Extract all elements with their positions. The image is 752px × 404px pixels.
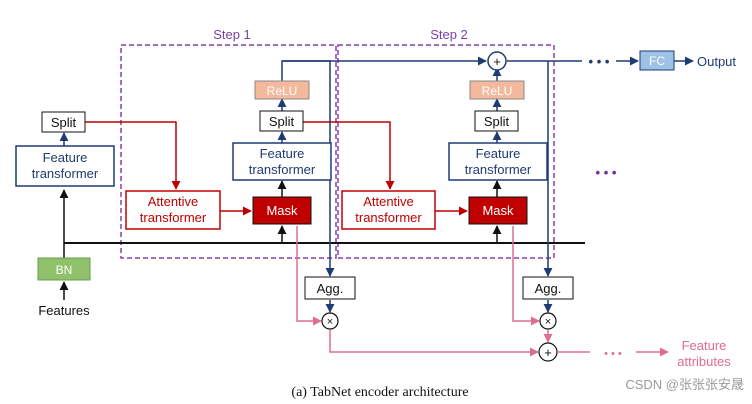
svg-text:Agg.: Agg. xyxy=(535,281,562,296)
ellipsis-bottom: • • • xyxy=(604,348,622,360)
feature-transformer-1: Feature transformer xyxy=(232,142,332,181)
svg-text:transformer: transformer xyxy=(140,210,207,225)
feature-attributes-label-line1: Feature xyxy=(682,338,727,353)
bn-label: BN xyxy=(56,263,73,277)
svg-text:Feature: Feature xyxy=(43,150,88,165)
svg-text:Feature: Feature xyxy=(260,146,305,161)
svg-text:+: + xyxy=(544,345,552,360)
svg-text:FC: FC xyxy=(649,54,665,68)
attentive-transformer-1: Attentive transformer xyxy=(125,190,221,230)
feature-attributes-label-line2: attributes xyxy=(677,354,731,369)
bn-block: BN xyxy=(37,257,91,281)
svg-text:transformer: transformer xyxy=(355,210,422,225)
relu-1: ReLU xyxy=(254,80,310,100)
relu-2: ReLU xyxy=(469,80,525,100)
split-2: Split xyxy=(474,110,519,132)
svg-text:×: × xyxy=(327,316,333,328)
svg-text:Agg.: Agg. xyxy=(317,281,344,296)
step1-to-agg1-line xyxy=(282,60,335,277)
times1-to-plus2-pink xyxy=(329,330,539,357)
times-circle-1: × xyxy=(321,312,339,330)
mask1-to-times1-pink xyxy=(296,226,322,326)
step-2-label: Step 2 xyxy=(430,27,468,42)
svg-text:+: + xyxy=(493,54,501,69)
mask-1: Mask xyxy=(252,196,312,225)
svg-text:Split: Split xyxy=(484,114,510,129)
agg-1: Agg. xyxy=(304,276,356,300)
svg-text:Mask: Mask xyxy=(266,203,298,218)
feature-transformer-2: Feature transformer xyxy=(448,142,548,181)
svg-text:transformer: transformer xyxy=(249,162,316,177)
svg-text:Split: Split xyxy=(51,115,77,130)
svg-text:×: × xyxy=(545,316,551,328)
csdn-watermark: CSDN @张张张安晟 xyxy=(625,377,744,392)
svg-text:transformer: transformer xyxy=(32,166,99,181)
step-2-frame xyxy=(337,44,555,259)
svg-text:Split: Split xyxy=(269,114,295,129)
features-label: Features xyxy=(38,303,90,318)
svg-text:Attentive: Attentive xyxy=(363,194,414,209)
agg-2: Agg. xyxy=(522,276,574,300)
mask-2: Mask xyxy=(468,196,528,225)
svg-text:ReLU: ReLU xyxy=(267,84,298,98)
svg-text:Mask: Mask xyxy=(482,203,514,218)
fc-block: FC xyxy=(639,50,675,71)
mask2-to-times2-pink xyxy=(512,226,540,326)
svg-text:Attentive: Attentive xyxy=(148,194,199,209)
svg-text:ReLU: ReLU xyxy=(482,84,513,98)
step-1-frame xyxy=(120,44,337,259)
attentive-transformer-2: Attentive transformer xyxy=(341,190,436,230)
relu1-to-plus-line xyxy=(281,56,487,81)
split1-to-att2-arrow xyxy=(303,121,395,190)
times-circle-2: × xyxy=(539,312,557,330)
ellipsis-top: • • • xyxy=(589,54,610,69)
split-1: Split xyxy=(259,110,304,132)
ellipsis-middle: • • • xyxy=(596,165,617,180)
plus-circle-bottom: + xyxy=(538,342,558,362)
output-label: Output xyxy=(697,54,736,69)
figure-caption: (a) TabNet encoder architecture xyxy=(291,385,468,400)
split-left-to-att1-arrow xyxy=(85,121,181,190)
svg-text:Feature: Feature xyxy=(476,146,521,161)
step-1-label: Step 1 xyxy=(213,27,251,42)
plus-circle-top: + xyxy=(487,51,507,71)
split-left: Split xyxy=(41,111,86,133)
svg-text:transformer: transformer xyxy=(465,162,532,177)
feature-transformer-left: Feature transformer xyxy=(15,145,115,187)
